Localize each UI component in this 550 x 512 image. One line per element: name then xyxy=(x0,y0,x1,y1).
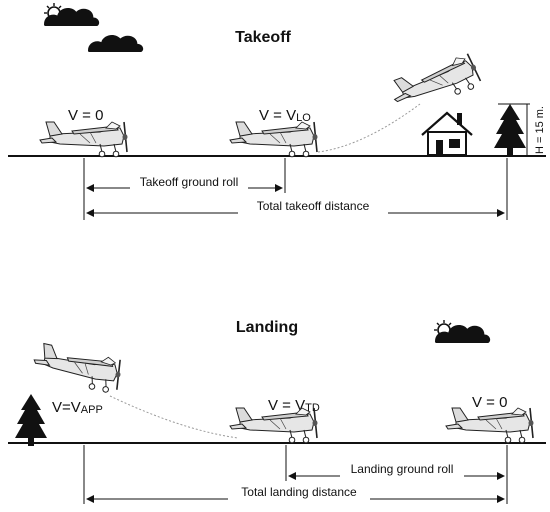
aircraft-icon xyxy=(445,407,535,444)
house-icon xyxy=(421,111,473,156)
takeoff-ground-roll-label: Takeoff ground roll xyxy=(140,175,239,189)
landing-descent-path xyxy=(109,395,239,439)
landing-section: Landing V=VAPP V = VTD V = 0 Lan xyxy=(8,319,546,504)
aircraft-icon xyxy=(229,121,319,158)
label-mask xyxy=(228,484,370,500)
height-label: H = 15 m. xyxy=(534,106,546,154)
takeoff-v-start-label: V = 0 xyxy=(68,107,103,124)
tree-icon xyxy=(15,394,47,446)
aircraft-icon xyxy=(39,121,129,158)
landing-total-distance-label: Total landing distance xyxy=(241,485,357,499)
takeoff-climb-path xyxy=(317,103,421,153)
label-mask xyxy=(130,174,248,190)
cloud-icon xyxy=(88,34,144,52)
label-mask xyxy=(238,198,388,214)
landing-v-end-label: V = 0 xyxy=(472,394,507,411)
landing-title: Landing xyxy=(236,319,298,336)
aircraft-icon xyxy=(387,51,484,117)
landing-ground-roll-label: Landing ground roll xyxy=(351,462,454,476)
landing-v-app-label: V=VAPP xyxy=(52,399,103,416)
tree-icon xyxy=(494,104,526,156)
label-mask xyxy=(340,461,464,477)
takeoff-title: Takeoff xyxy=(235,29,291,46)
cloud-icon xyxy=(435,325,491,343)
aircraft-icon xyxy=(29,341,125,396)
takeoff-section: Takeoff V = 0 V = VLO xyxy=(8,3,546,220)
takeoff-total-distance-label: Total takeoff distance xyxy=(257,199,370,213)
cloud-icon xyxy=(44,8,100,27)
landing-v-td-label: V = VTD xyxy=(268,397,320,414)
takeoff-v-lo-label: V = VLO xyxy=(259,107,311,124)
